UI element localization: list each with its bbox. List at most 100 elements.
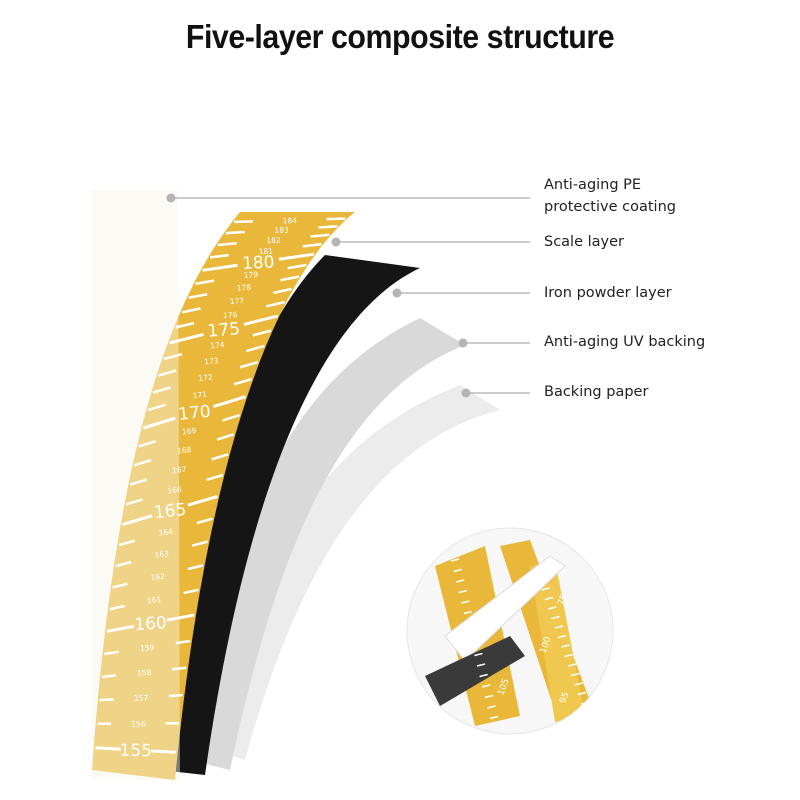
ruler-minor-label: 171 xyxy=(192,390,207,400)
ruler-tick xyxy=(158,369,177,377)
ruler-minor-label: 156 xyxy=(131,720,146,729)
inset-tick xyxy=(479,673,488,678)
ruler-major-label: 180 xyxy=(242,252,275,274)
ruler-minor-label: 179 xyxy=(244,270,259,280)
diagram-title: Five-layer composite structure xyxy=(185,18,615,55)
leader-dot xyxy=(331,237,341,247)
ruler-tick xyxy=(233,377,252,386)
inset-tick xyxy=(554,625,563,629)
ruler-major-label: 170 xyxy=(177,402,211,425)
label-line: Iron powder layer xyxy=(544,285,672,301)
label-line: Anti-aging UV backing xyxy=(544,334,706,350)
ruler-tick xyxy=(216,433,235,441)
inset-tick xyxy=(471,642,480,646)
ruler-tick xyxy=(272,287,293,295)
ruler-tick xyxy=(172,666,187,671)
leader-dot xyxy=(458,338,468,348)
ruler-minor-label: 162 xyxy=(150,572,165,582)
ruler-tick xyxy=(168,693,183,698)
ruler-minor-label: 174 xyxy=(210,340,225,350)
ruler-tick xyxy=(302,242,322,248)
ruler-tick xyxy=(209,253,229,259)
ruler-minor-label: 182 xyxy=(266,236,281,245)
ruler-minor-label: 163 xyxy=(154,549,169,559)
ruler-tick xyxy=(217,242,237,247)
ruler-minor-label: 177 xyxy=(229,296,244,306)
inset-iron-strip xyxy=(425,636,525,706)
ruler-minor-label: 167 xyxy=(172,465,187,475)
ruler-tick xyxy=(188,292,208,300)
ruler-tick xyxy=(169,333,204,345)
label-line: Backing paper xyxy=(544,384,649,400)
label-scale-layer: Scale layer xyxy=(544,231,624,253)
inset-tick xyxy=(489,715,499,720)
leader-lines xyxy=(166,193,530,398)
ruler-tick xyxy=(138,439,156,448)
inset-tick xyxy=(484,694,493,699)
inset-tick xyxy=(456,579,465,583)
ruler-tick xyxy=(202,263,238,272)
ruler-tick xyxy=(118,539,135,547)
ruler-tick xyxy=(318,225,338,229)
ruler-tick xyxy=(175,639,191,645)
ruler-minor-label: 176 xyxy=(223,310,238,320)
ruler-tick xyxy=(95,746,121,751)
inset-tick xyxy=(551,615,560,620)
label-backing-paper: Backing paper xyxy=(544,381,648,403)
ruler-minor-label: 173 xyxy=(204,356,219,366)
inset-backing-paper xyxy=(444,555,566,662)
inset-tick xyxy=(466,621,475,625)
ruler-tick xyxy=(129,478,147,486)
ruler-tick xyxy=(181,307,201,314)
ruler-tick xyxy=(125,498,143,506)
inset-tick xyxy=(571,672,580,677)
ruler-minor-label: 169 xyxy=(182,426,197,436)
ruler-ticks xyxy=(95,217,346,754)
inset-tick xyxy=(534,568,544,572)
inset-tick xyxy=(538,577,547,582)
inset-tick xyxy=(458,589,467,594)
ruler-tick xyxy=(225,230,245,235)
ruler-tick xyxy=(233,220,253,224)
ruler-tick xyxy=(326,217,346,221)
inset-tick xyxy=(453,568,462,573)
ruler-tick xyxy=(142,416,176,430)
ruler-minor-label: 157 xyxy=(134,694,149,703)
ruler-minor-label: 164 xyxy=(158,527,173,537)
ruler-major-label: 165 xyxy=(153,500,187,523)
ruler-major-label: 175 xyxy=(207,319,241,342)
ruler-tick xyxy=(252,329,272,337)
label-uv-backing: Anti-aging UV backing xyxy=(544,331,705,353)
ruler-tick xyxy=(278,252,315,261)
ruler-tick xyxy=(166,613,195,622)
ruler-minor-label: 183 xyxy=(274,226,289,235)
inset-tick xyxy=(561,644,570,648)
scale-layer xyxy=(92,212,355,780)
ruler-minor-label: 159 xyxy=(140,643,155,653)
inset-tick xyxy=(469,631,478,636)
inset-strip xyxy=(530,560,585,722)
ruler-tick xyxy=(147,403,166,412)
ruler-tick xyxy=(206,473,224,482)
ruler-tick xyxy=(122,514,153,526)
ruler-tick xyxy=(187,564,204,571)
ruler-tick xyxy=(211,453,229,461)
ruler-tick xyxy=(133,458,152,467)
inset-tick xyxy=(577,691,587,696)
inset-tick xyxy=(557,634,567,639)
ruler-minor-label: 184 xyxy=(283,216,298,225)
ruler-tick xyxy=(310,233,330,238)
ruler-minor-label: 172 xyxy=(198,373,213,383)
ruler-minor-label: 168 xyxy=(176,445,191,455)
inset-tick xyxy=(476,663,486,667)
pe-coating-layer xyxy=(92,190,180,780)
inset-tick xyxy=(574,682,583,686)
inset-tick xyxy=(584,710,593,715)
leader-dot xyxy=(392,288,402,298)
inset-label: 95 xyxy=(558,691,571,705)
ruler-labels: 1841831821811801791781771761751741731721… xyxy=(119,216,297,761)
iron-powder-layer xyxy=(160,255,420,775)
inset-tick xyxy=(567,663,577,667)
inset-tick xyxy=(461,600,470,604)
inset-tick xyxy=(541,587,550,591)
